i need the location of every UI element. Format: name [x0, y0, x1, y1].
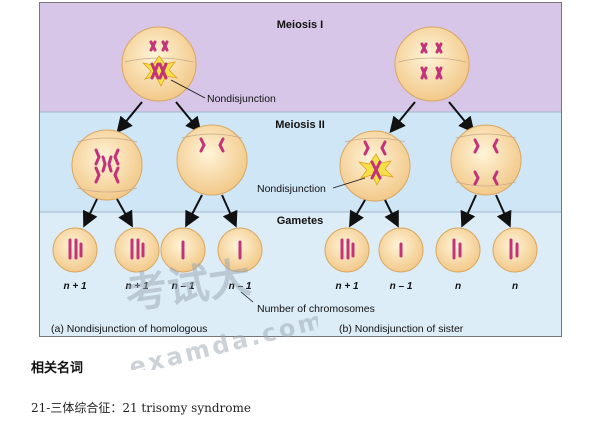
term-trisomy-21: 21-三体综合征：21 trisomy syndrome	[31, 401, 251, 415]
gamete-4	[217, 227, 263, 273]
gamete-count-2: n + 1	[125, 281, 149, 292]
gamete-1	[52, 227, 98, 273]
number-of-chromosomes-label: Number of chromosomes	[257, 303, 375, 315]
nondisjunction-label-2: Nondisjunction	[257, 183, 326, 195]
nondisjunction-label-1: Nondisjunction	[207, 93, 276, 105]
gamete-7	[435, 227, 481, 273]
meiosis2-cell-3	[339, 130, 411, 202]
gamete-3	[160, 227, 206, 273]
gamete-count-8: n	[512, 281, 518, 292]
gamete-count-6: n – 1	[390, 281, 413, 292]
gamete-8	[492, 227, 538, 273]
meiosis-nondisjunction-figure: Meiosis I Meiosis II Gametes Nondisjunct…	[39, 2, 562, 337]
gamete-count-3: n – 1	[172, 281, 195, 292]
caption-b: (b) Nondisjunction of sister	[339, 323, 464, 335]
caption-a: (a) Nondisjunction of homologous	[51, 323, 207, 335]
gamete-count-5: n + 1	[335, 281, 359, 292]
gamete-2	[114, 227, 160, 273]
gamete-count-4: n – 1	[229, 281, 252, 292]
gamete-6	[378, 227, 424, 273]
meiosis-1-title: Meiosis I	[277, 19, 323, 31]
band-gametes	[39, 212, 562, 337]
section-heading-related-terms: 相关名词	[31, 361, 84, 376]
meiosis2-cell-4	[450, 124, 522, 196]
meiosis1-cell-left	[121, 26, 197, 102]
meiosis-2-title: Meiosis II	[275, 119, 325, 131]
gamete-5	[324, 227, 370, 273]
gamete-count-7: n	[455, 281, 461, 292]
meiosis2-cell-2	[176, 124, 248, 196]
gametes-title: Gametes	[277, 215, 323, 227]
meiosis1-cell-right	[394, 26, 470, 102]
meiosis2-cell-1	[71, 129, 143, 201]
gamete-count-1: n + 1	[63, 281, 87, 292]
